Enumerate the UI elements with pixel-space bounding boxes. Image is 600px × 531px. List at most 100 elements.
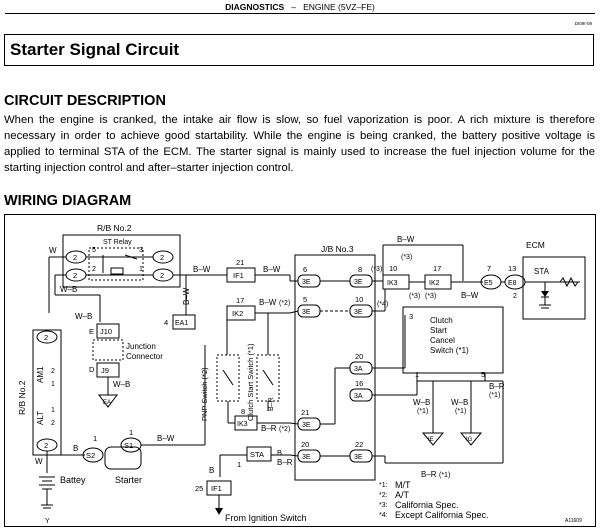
alt-label: ALT (36, 411, 45, 425)
circuit-description-text: When the engine is cranked, the intake a… (4, 114, 595, 174)
svg-text:Clutch: Clutch (430, 316, 453, 325)
svg-text:7: 7 (487, 264, 491, 273)
svg-text:J9: J9 (101, 366, 109, 375)
svg-text:B–W: B–W (157, 434, 175, 443)
svg-text:21: 21 (236, 258, 244, 267)
svg-text:(*2): (*2) (279, 426, 290, 433)
svg-text:IK3: IK3 (237, 421, 248, 428)
svg-text:(*3): (*3) (409, 293, 420, 300)
svg-text:B–W: B–W (397, 235, 415, 244)
svg-text:Connector: Connector (126, 352, 163, 361)
svg-text:22: 22 (355, 440, 363, 449)
connector-j10 (96, 323, 120, 339)
svg-text:5: 5 (92, 247, 96, 254)
svg-text:1: 1 (51, 407, 55, 414)
svg-text:3: 3 (409, 312, 413, 321)
svg-text:2: 2 (51, 420, 55, 427)
svg-text:(*3): (*3) (401, 254, 412, 261)
svg-text:1: 1 (51, 381, 55, 388)
svg-text:B–R: B–R (261, 424, 277, 433)
svg-text:Cancel: Cancel (430, 336, 455, 345)
svg-text:2: 2 (513, 293, 517, 300)
header-section: DIAGNOSTICS (225, 2, 285, 12)
svg-text:B–R: B–R (421, 470, 437, 479)
svg-text:W–B: W–B (75, 312, 92, 321)
svg-text:5: 5 (481, 370, 485, 379)
svg-text:1: 1 (139, 266, 143, 273)
svg-text:B: B (209, 466, 214, 475)
svg-text:IK3: IK3 (387, 280, 398, 287)
note-1-mark: *1: (379, 482, 388, 489)
svg-text:2: 2 (44, 441, 48, 450)
svg-text:3E: 3E (354, 454, 363, 461)
svg-text:B: B (277, 448, 282, 457)
svg-text:IF1: IF1 (211, 484, 222, 493)
svg-text:Junction: Junction (126, 342, 156, 351)
ecm-box (522, 256, 586, 320)
header-separator: – (291, 2, 296, 12)
svg-text:STA: STA (250, 450, 264, 459)
svg-text:3E: 3E (354, 279, 363, 286)
svg-text:3E: 3E (354, 309, 363, 316)
relay-coil (110, 267, 124, 275)
ground-ea (98, 394, 118, 408)
svg-text:W–B: W–B (60, 285, 77, 294)
note-2-mark: *2: (379, 492, 388, 499)
svg-text:2: 2 (73, 271, 77, 280)
svg-text:(*4): (*4) (377, 301, 388, 308)
svg-text:B: B (73, 444, 78, 453)
svg-text:21: 21 (301, 408, 309, 417)
svg-text:17: 17 (236, 296, 244, 305)
svg-text:16: 16 (355, 379, 363, 388)
page-code: DI09I-09 (574, 21, 592, 26)
svg-text:W: W (35, 457, 43, 466)
clutch-cancel-box (402, 306, 504, 374)
svg-text:1: 1 (237, 460, 241, 469)
svg-text:(*1): (*1) (417, 408, 428, 415)
clutch-start-switch-box (256, 354, 280, 402)
figure-code: A11609 (565, 518, 582, 524)
svg-text:B–R: B–R (268, 397, 275, 411)
note-3-mark: *3: (379, 502, 388, 509)
svg-text:(*1): (*1) (439, 472, 450, 479)
svg-text:B–W: B–W (259, 298, 277, 307)
svg-text:13: 13 (508, 264, 516, 273)
battery-label: Battey (60, 475, 86, 485)
svg-text:Y: Y (45, 518, 50, 525)
page-title: Starter Signal Circuit (10, 40, 180, 59)
svg-text:IE: IE (428, 437, 434, 443)
connector-s2 (82, 447, 104, 463)
note-4-mark: *4: (379, 512, 388, 519)
svg-text:E: E (89, 327, 94, 336)
svg-text:E5: E5 (484, 280, 493, 287)
pnp-switch-label: PNP Switch (*2) (200, 367, 209, 421)
from-ignition-label: From Ignition Switch (225, 513, 307, 523)
header-engine: ENGINE (5VZ–FE) (303, 2, 375, 12)
sta-label: STA (534, 267, 550, 276)
svg-text:3E: 3E (302, 309, 311, 316)
svg-text:(*1): (*1) (489, 392, 500, 399)
svg-text:(*3): (*3) (425, 293, 436, 300)
note-4-text: Except California Spec. (395, 510, 489, 520)
rb2-side-label: R/B No.2 (17, 380, 27, 415)
title-box: Starter Signal Circuit (4, 34, 594, 66)
svg-text:1: 1 (129, 428, 133, 437)
svg-text:3: 3 (139, 247, 143, 254)
junction-connector-box (92, 339, 124, 361)
svg-text:1: 1 (93, 434, 97, 443)
svg-text:J10: J10 (100, 327, 112, 336)
svg-text:2: 2 (92, 266, 96, 273)
note-3-text: California Spec. (395, 500, 459, 510)
starter-label: Starter (115, 475, 142, 485)
svg-text:25: 25 (195, 484, 203, 493)
svg-text:8: 8 (358, 265, 362, 274)
svg-text:3A: 3A (354, 366, 363, 373)
st-relay-box (88, 247, 144, 281)
svg-text:3A: 3A (354, 393, 363, 400)
jb3-label: J/B No.3 (321, 244, 354, 254)
svg-text:3E: 3E (302, 279, 311, 286)
svg-text:W–B: W–B (113, 380, 130, 389)
note-2-text: A/T (395, 490, 410, 500)
svg-text:2: 2 (73, 253, 77, 262)
pnp-switch-box (216, 354, 240, 402)
